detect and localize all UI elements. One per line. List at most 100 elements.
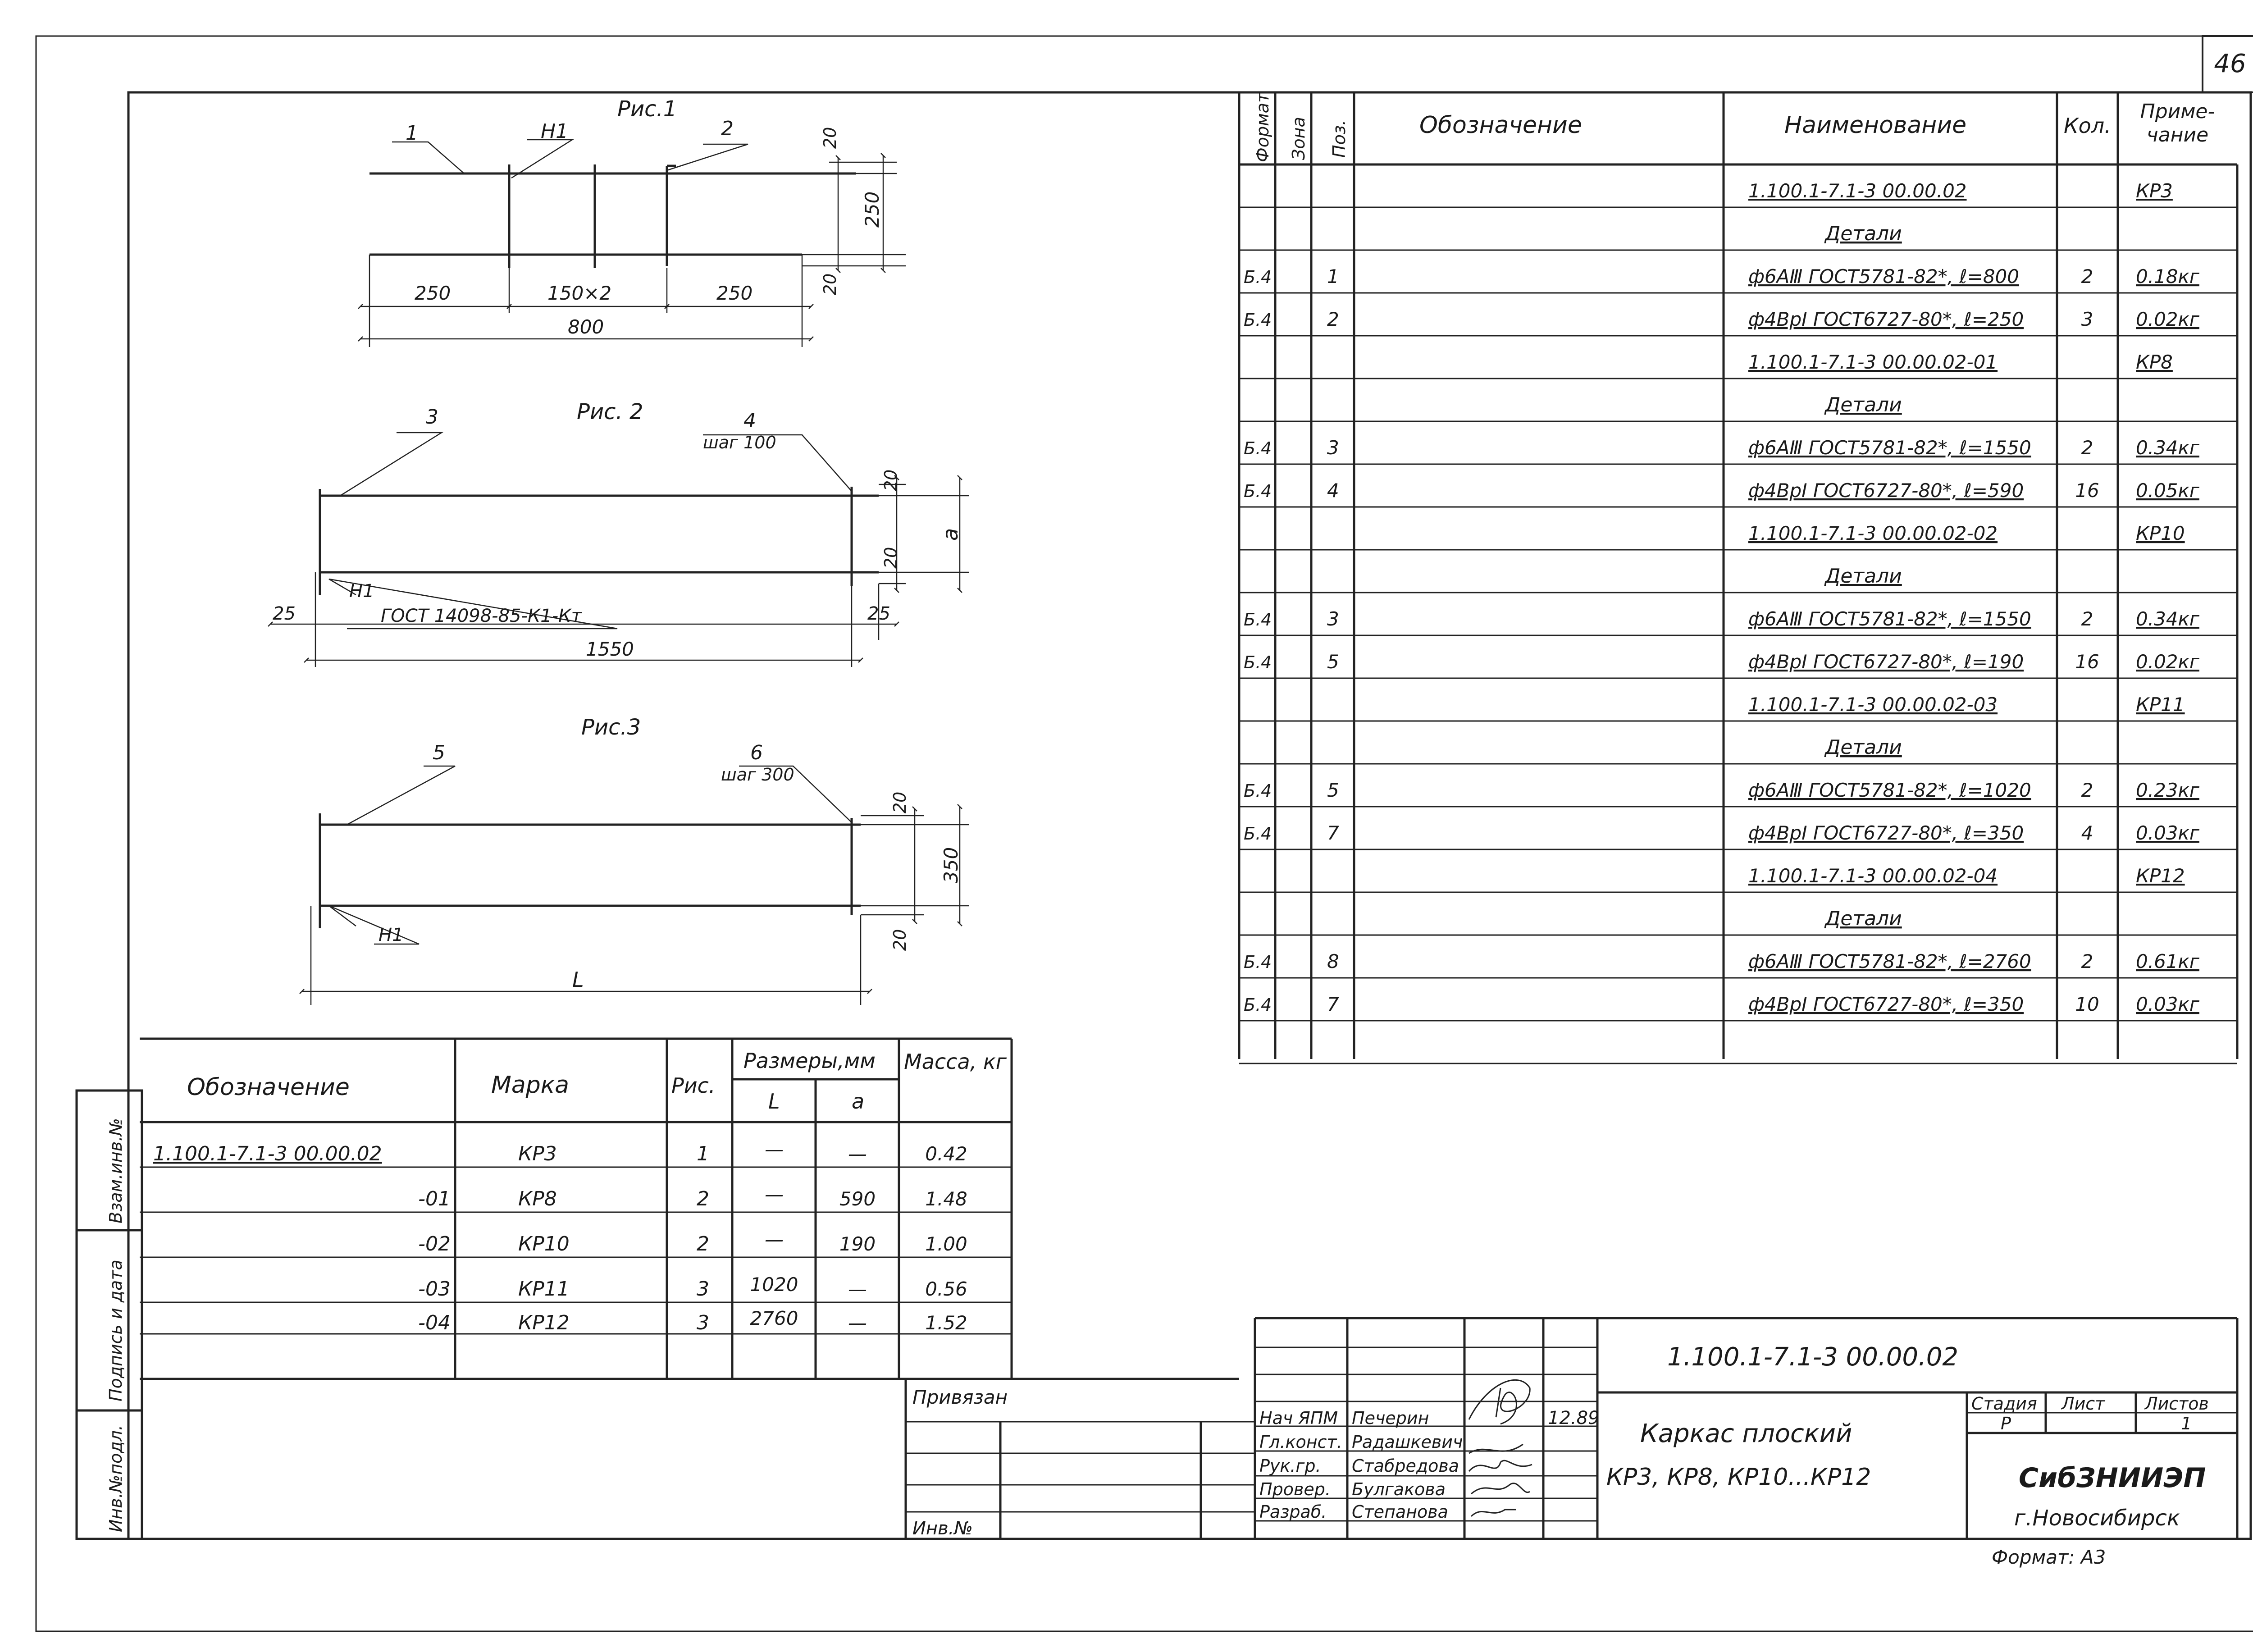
fig1-dim-800: 800	[568, 316, 604, 338]
spec-cell-format: Б.4	[1244, 438, 1272, 458]
variants-header-mark: Марка	[491, 1072, 569, 1099]
spec-cell-qty: 10	[2075, 993, 2099, 1015]
spec-cell-name: 1.100.1-7.1-3 00.00.02-01	[1748, 351, 1998, 373]
spec-cell-name: ф4ВрⅠ ГОСТ6727-80*, ℓ=190	[1748, 651, 2024, 673]
fig2-dim-a: a	[938, 528, 962, 541]
spec-cell-pos: 5	[1327, 779, 1339, 801]
spec-cell-pos: 3	[1327, 608, 1339, 630]
variant-a: 590	[839, 1188, 876, 1210]
fig1-callout-2: 2	[721, 117, 734, 140]
spec-cell-qty: 2	[2081, 437, 2093, 459]
title-org-city: г.Новосибирск	[2014, 1506, 2180, 1531]
title-line-1: Каркас плоский	[1640, 1419, 1852, 1448]
strip-signature-date: Подпись и дата	[106, 1260, 126, 1401]
spec-cell-qty: 2	[2081, 265, 2093, 288]
fig1-callout-1: 1	[406, 122, 418, 145]
fig1-dim-150x2: 150×2	[547, 282, 611, 304]
spec-cell-note: 0.61кг	[2136, 950, 2200, 972]
spec-cell-section: Детали	[1824, 907, 1902, 930]
fig2-dim-1550: 1550	[586, 638, 634, 660]
spec-cell-pos: 5	[1327, 651, 1339, 673]
figure-3: Рис.3 5 6 шаг 300 Н1 20 350 20 L	[299, 715, 969, 1005]
fig3-callout-h1: Н1	[379, 925, 404, 945]
spec-cell-name: 1.100.1-7.1-3 00.00.02-02	[1748, 522, 1998, 544]
spec-cell-format: Б.4	[1244, 781, 1272, 801]
variant-mass: 1.00	[925, 1233, 967, 1255]
spec-cell-name: ф4ВрⅠ ГОСТ6727-80*, ℓ=350	[1748, 822, 2024, 844]
spec-header-pos: Поз.	[1329, 120, 1349, 158]
fig2-dim-20-bottom: 20	[881, 547, 901, 569]
variant-mark: КР8	[518, 1187, 557, 1210]
sig-name-3: Булгакова	[1352, 1479, 1446, 1499]
spec-header-zone: Зона	[1289, 117, 1309, 160]
variant-designation: -02	[418, 1232, 451, 1255]
variant-designation: -03	[418, 1278, 451, 1301]
spec-cell-qty: 2	[2081, 950, 2093, 972]
spec-cell-note: 0.34кг	[2136, 608, 2200, 630]
figure-2: Рис. 2 3 4 шаг 100 Н1 ГОСТ 14098-8	[268, 399, 969, 667]
variant-a: —	[848, 1278, 867, 1300]
spec-cell-format: Б.4	[1244, 610, 1272, 630]
fig3-callout-6: 6	[750, 741, 763, 764]
left-strip: Взам.инв.№ Подпись и дата Инв.№подл.	[75, 1089, 143, 1540]
spec-cell-format: Б.4	[1244, 267, 1272, 287]
fig1-dim-20-bottom: 20	[820, 274, 840, 295]
spec-header-designation: Обозначение	[1419, 112, 1582, 139]
spec-cell-format: Б.4	[1244, 952, 1272, 972]
variant-fig: 1	[697, 1142, 709, 1165]
sig-role-0: Нач ЯПМ	[1259, 1408, 1338, 1428]
variant-mark: КР3	[518, 1142, 557, 1165]
spec-cell-pos: 1	[1327, 265, 1339, 288]
spec-cell-pos: 2	[1327, 308, 1339, 330]
variant-a: —	[848, 1143, 867, 1165]
sig-name-0: Печерин	[1352, 1408, 1429, 1428]
spec-cell-section: Детали	[1824, 736, 1902, 759]
strip-inv-original: Инв.№подл.	[106, 1425, 126, 1532]
spec-cell-section: Детали	[1824, 565, 1902, 588]
figure-1: Рис.1	[358, 96, 906, 347]
spec-cell-name: ф4ВрⅠ ГОСТ6727-80*, ℓ=590	[1748, 479, 2024, 502]
spec-cell-name: ф6АⅢ ГОСТ5781-82*, ℓ=2760	[1748, 950, 2031, 972]
variant-designation: 1.100.1-7.1-3 00.00.02	[153, 1142, 382, 1165]
spec-cell-pos: 7	[1327, 993, 1339, 1015]
spec-cell-pos: 7	[1327, 822, 1339, 844]
spec-cell-pos: 3	[1327, 437, 1339, 459]
fig2-callout-4: 4	[743, 409, 756, 432]
variant-mass: 0.42	[925, 1143, 967, 1165]
sig-role-2: Рук.гр.	[1259, 1456, 1321, 1476]
spec-cell-note: 0.34кг	[2136, 437, 2200, 459]
fig2-weld-note: ГОСТ 14098-85-К1-Кт	[381, 606, 583, 626]
spec-grid	[1238, 92, 2239, 1059]
fig2-pitch: шаг 100	[703, 433, 776, 452]
title-sheets-label: Листов	[2144, 1394, 2209, 1414]
variant-designation: -01	[418, 1187, 451, 1210]
spec-cell-name: ф4ВрⅠ ГОСТ6727-80*, ℓ=250	[1748, 308, 2024, 330]
spec-header-name: Наименование	[1784, 112, 1966, 139]
variant-L: 2760	[750, 1307, 798, 1329]
fig3-dim-20-bottom: 20	[890, 929, 910, 951]
spec-cell-section: Детали	[1824, 222, 1902, 245]
sheet-frame	[35, 35, 2253, 1632]
fig1-dim-20-top: 20	[820, 127, 840, 149]
title-line-2: КР3, КР8, КР10...КР12	[1606, 1464, 1871, 1491]
variant-mark: КР12	[518, 1311, 570, 1334]
fig3-pitch: шаг 300	[721, 765, 794, 785]
fig2-callout-3: 3	[426, 406, 438, 429]
variants-header-designation: Обозначение	[187, 1074, 350, 1101]
sig-role-4: Разраб.	[1259, 1502, 1327, 1522]
title-stage: Р	[2001, 1414, 2011, 1433]
spec-cell-note: 0.02кг	[2136, 651, 2200, 673]
spec-cell-note: 0.18кг	[2136, 265, 2200, 288]
spec-cell-qty: 16	[2075, 479, 2099, 502]
spec-cell-qty: 16	[2075, 651, 2099, 673]
title-stage-label: Стадия	[1971, 1394, 2037, 1414]
title-block: 12.89 Нач ЯПМ Печерин Гл.конст. Радашкев…	[1254, 1317, 2239, 1568]
variant-a: —	[848, 1312, 867, 1334]
variant-a: 190	[839, 1233, 876, 1255]
variant-L: —	[765, 1138, 784, 1160]
sig-name-2: Стабредова	[1352, 1456, 1459, 1476]
spec-cell-note: 0.03кг	[2136, 822, 2200, 844]
title-code: 1.100.1-7.1-3 00.00.02	[1667, 1342, 1958, 1372]
